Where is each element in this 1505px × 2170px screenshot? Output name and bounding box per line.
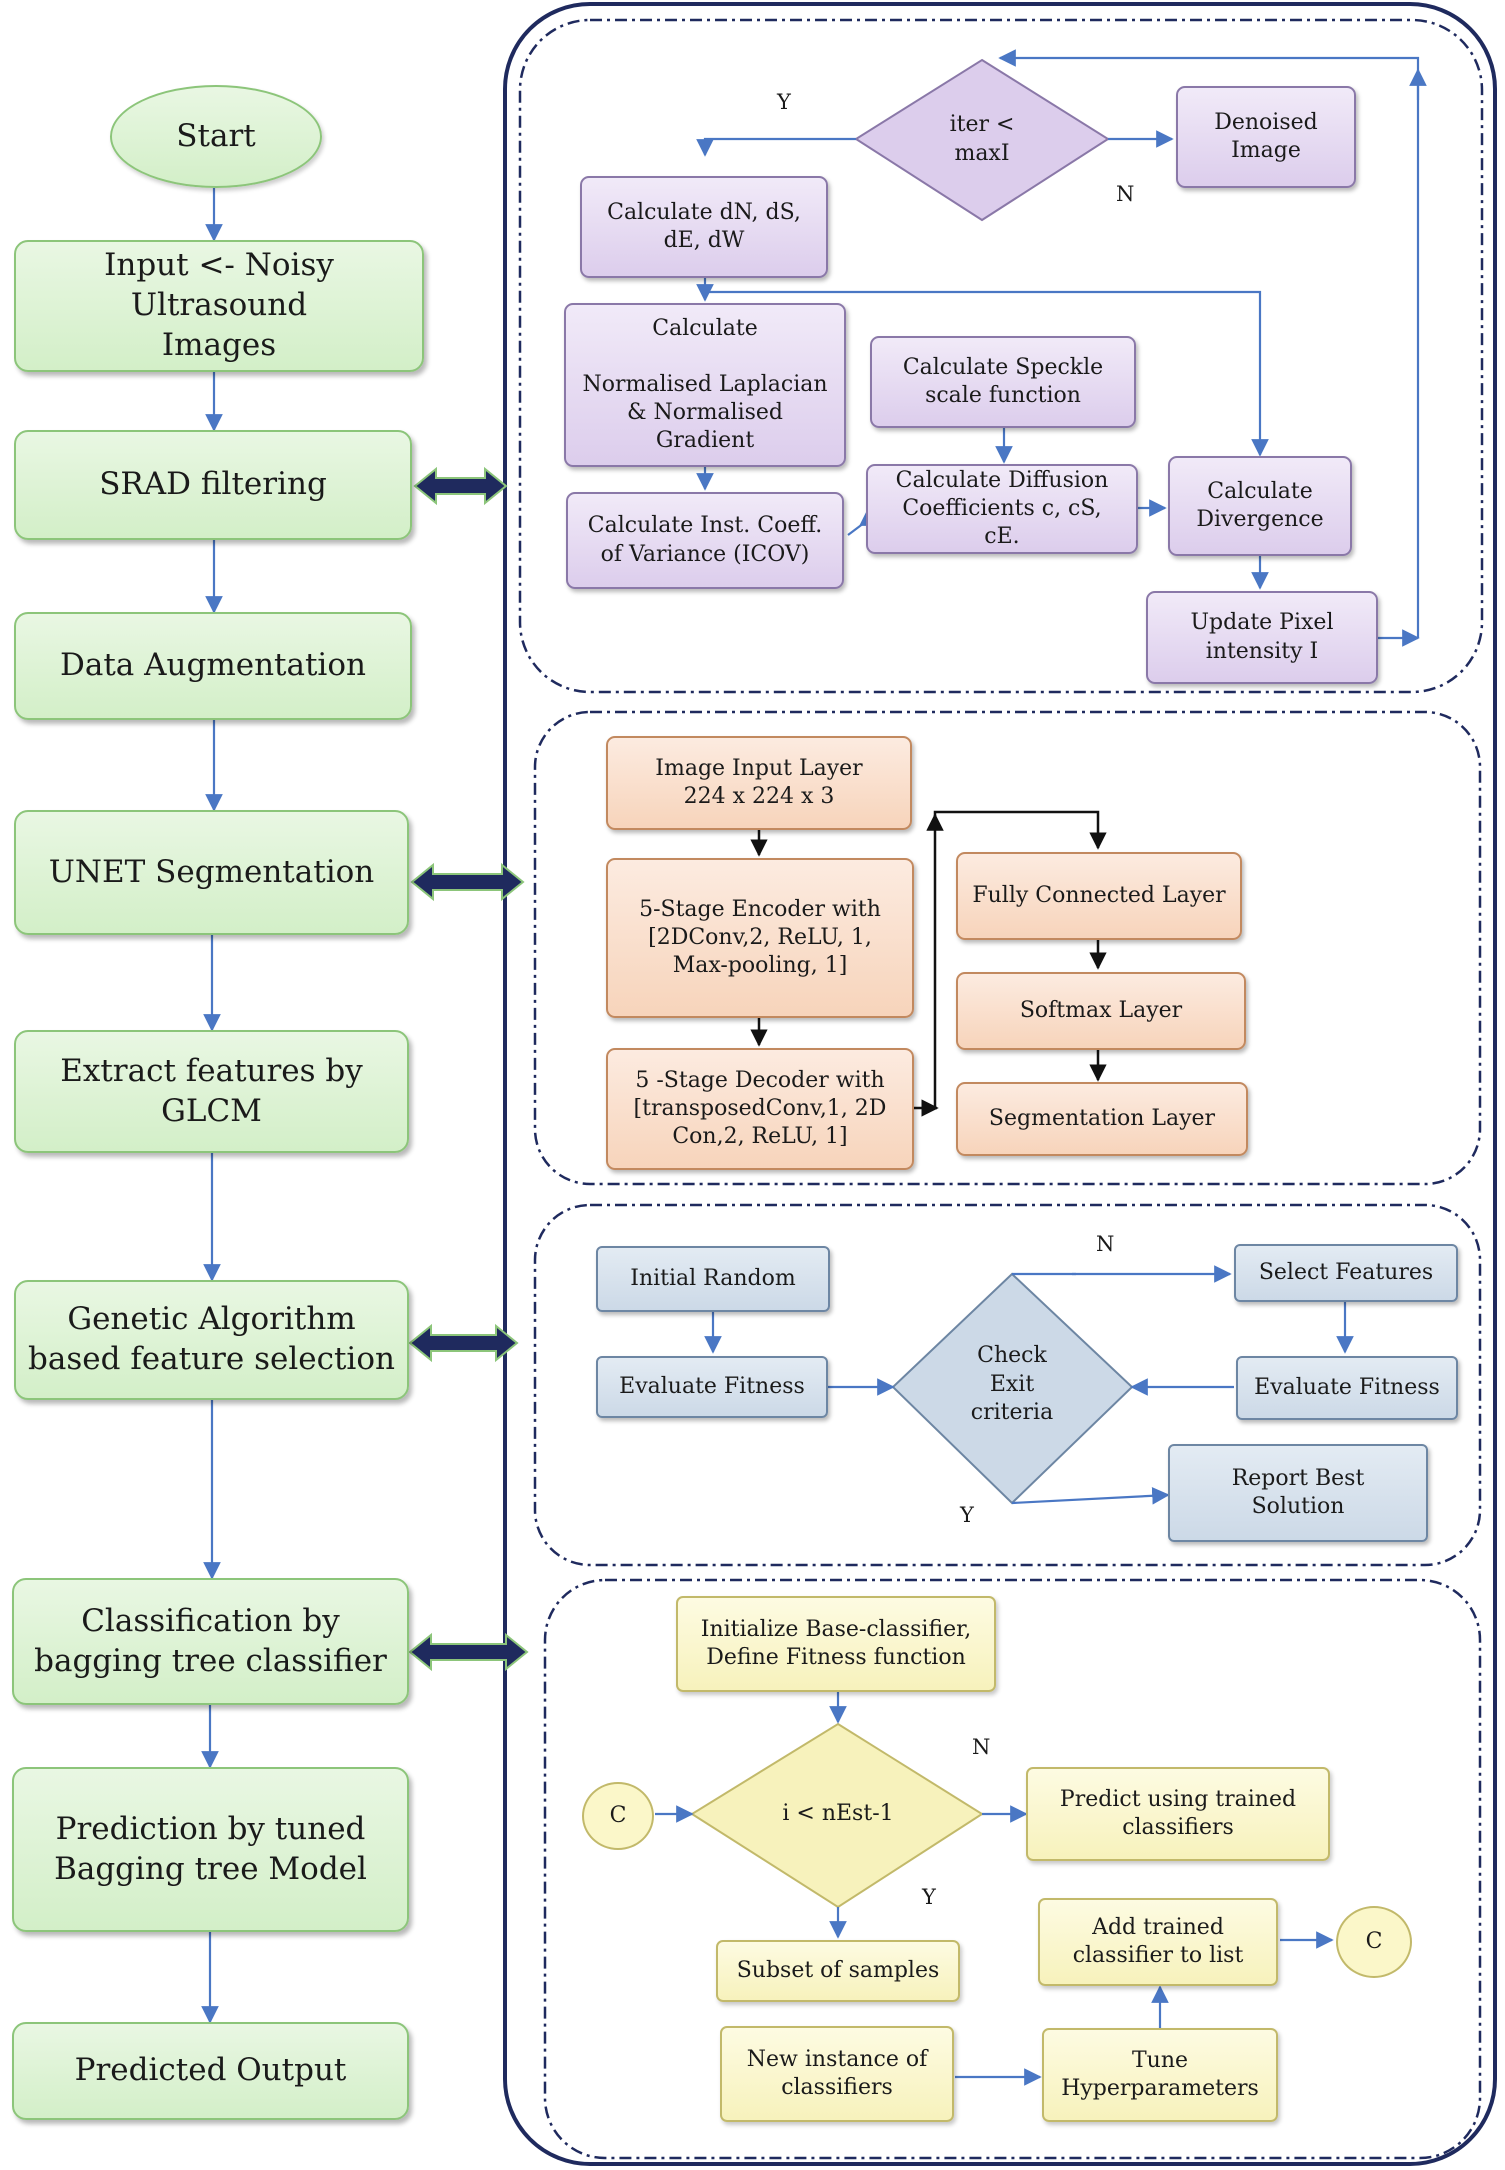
- diffusion-coefficients-node: Calculate Diffusion Coefficients c, cS, …: [866, 464, 1138, 554]
- bagging-decision-label: i < nEst-1: [782, 1800, 894, 1826]
- evaluate-fitness-right-node: Evaluate Fitness: [1236, 1356, 1458, 1420]
- srad-no-label: N: [1116, 182, 1135, 206]
- softmax-layer-node: Softmax Layer: [956, 972, 1246, 1050]
- check-exit-label: Check Exit criteria: [970, 1343, 1054, 1426]
- image-input-layer-node: Image Input Layer 224 x 224 x 3: [606, 736, 912, 830]
- glcm-features-node: Extract features by GLCM: [14, 1030, 409, 1153]
- bagging-no-label: N: [972, 1735, 991, 1759]
- unet-panel-border: [533, 710, 1482, 1186]
- input-node: Input <- Noisy Ultrasound Images: [14, 240, 424, 372]
- srad-link-arrow: [413, 466, 508, 506]
- normalised-laplacian-node: Calculate Normalised Laplacian & Normali…: [564, 303, 846, 467]
- genetic-algorithm-node: Genetic Algorithm based feature selectio…: [14, 1280, 409, 1400]
- divergence-node: Calculate Divergence: [1168, 456, 1352, 556]
- unet-segmentation-node: UNET Segmentation: [14, 810, 409, 935]
- srad-panel-border: [518, 18, 1484, 694]
- ga-panel-border: [533, 1203, 1482, 1567]
- update-pixel-node: Update Pixel intensity I: [1146, 591, 1378, 684]
- initialize-classifier-node: Initialize Base-classifier, Define Fitne…: [676, 1596, 996, 1692]
- srad-arrows: [696, 49, 1427, 647]
- unet-arrows: [750, 810, 1107, 1117]
- tuned-prediction-node: Prediction by tuned Bagging tree Model: [12, 1767, 409, 1932]
- ga-link-arrow: [408, 1323, 519, 1363]
- outer-frame: [503, 2, 1497, 2166]
- bagging-classification-node: Classification by bagging tree classifie…: [12, 1578, 409, 1705]
- data-augmentation-node: Data Augmentation: [14, 612, 412, 720]
- calculate-derivatives-node: Calculate dN, dS, dE, dW: [580, 176, 828, 278]
- srad-yes-label: Y: [777, 90, 791, 114]
- report-best-solution-node: Report Best Solution: [1168, 1444, 1428, 1542]
- predict-trained-node: Predict using trained classifiers: [1026, 1767, 1330, 1861]
- bagging-panel-border: [543, 1578, 1482, 2160]
- decoder-node: 5 -Stage Decoder with [transposedConv,1,…: [606, 1048, 914, 1170]
- encoder-node: 5-Stage Encoder with [2DConv,2, ReLU, 1,…: [606, 858, 914, 1018]
- ga-no-label: N: [1096, 1232, 1115, 1256]
- tune-hyperparameters-node: Tune Hyperparameters: [1042, 2028, 1278, 2122]
- evaluate-fitness-left-node: Evaluate Fitness: [596, 1356, 828, 1418]
- connector-c-left: C: [582, 1782, 654, 1850]
- segmentation-layer-node: Segmentation Layer: [956, 1082, 1248, 1156]
- srad-decision-diamond: [854, 58, 1110, 222]
- srad-decision-label: iter < maxI: [949, 112, 1015, 166]
- predicted-output-node: Predicted Output: [12, 2022, 409, 2120]
- denoised-image-node: Denoised Image: [1176, 86, 1356, 188]
- icov-node: Calculate Inst. Coeff. of Variance (ICOV…: [566, 492, 844, 589]
- initial-random-node: Initial Random: [596, 1246, 830, 1312]
- speckle-scale-node: Calculate Speckle scale function: [870, 336, 1136, 428]
- bagging-link-arrow: [408, 1632, 529, 1672]
- new-instance-node: New instance of classifiers: [720, 2026, 954, 2122]
- bagging-yes-label: Y: [922, 1885, 936, 1909]
- subset-samples-node: Subset of samples: [716, 1940, 960, 2002]
- connector-c-right: C: [1336, 1906, 1412, 1978]
- start-node: Start: [110, 85, 322, 188]
- fully-connected-layer-node: Fully Connected Layer: [956, 852, 1242, 940]
- bagging-arrows: [655, 1692, 1334, 2086]
- main-flow-arrows: [201, 188, 223, 2024]
- ga-arrows: [704, 1265, 1354, 1505]
- ga-yes-label: Y: [960, 1503, 974, 1527]
- link-arrows: [408, 466, 529, 1672]
- srad-filtering-node: SRAD filtering: [14, 430, 412, 540]
- add-classifier-node: Add trained classifier to list: [1038, 1898, 1278, 1986]
- select-features-node: Select Features: [1234, 1244, 1458, 1302]
- unet-link-arrow: [410, 862, 525, 902]
